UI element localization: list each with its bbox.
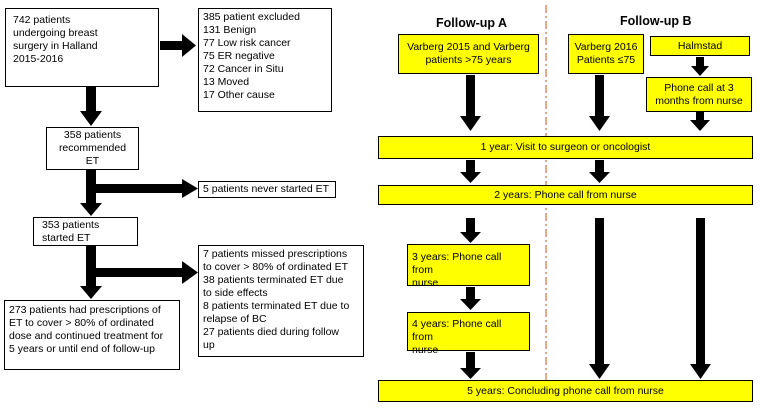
- arrow-phone3m-to-year1: [690, 112, 710, 131]
- started-box: 353 patients started ET: [33, 217, 138, 246]
- recommended-box: 358 patients recommended ET: [46, 127, 139, 170]
- arrow-right-to-never-started: [92, 179, 198, 198]
- year5-box: 5 years: Concluding phone call from nurs…: [378, 380, 753, 402]
- year4-box: 4 years: Phone call from nurse: [407, 312, 530, 356]
- arrow-halmstad-year2-to-year5: [690, 218, 711, 379]
- heading-follow-up-a: Follow-up A: [436, 16, 508, 30]
- halmstad-box: Halmstad: [650, 36, 750, 56]
- year3-box: 3 years: Phone call from nurse: [407, 244, 530, 289]
- arrow-right-to-discontinued: [92, 261, 198, 284]
- arrow-down-start-to-recommended: [80, 87, 102, 126]
- never-started-box: 5 patients never started ET: [198, 181, 336, 198]
- arrow-a-year4-to-year5: [460, 352, 481, 379]
- year2-box: 2 years: Phone call from nurse: [378, 185, 753, 205]
- arrow-b-year1-to-year2: [589, 160, 610, 183]
- excluded-box: 385 patient excluded 131 Benign 77 Low r…: [198, 8, 332, 112]
- year1-box: 1 year: Visit to surgeon or oncologist: [378, 136, 753, 159]
- varberg-b-box: Varberg 2016 Patients ≤75: [568, 34, 644, 74]
- continued-box: 273 patients had prescriptions of ET to …: [4, 300, 180, 370]
- arrow-b-varberg-to-year1: [589, 75, 610, 131]
- phone-3-months-box: Phone call at 3 months from nurse: [646, 77, 752, 112]
- varberg-a-box: Varberg 2015 and Varberg patients >75 ye…: [398, 34, 539, 74]
- arrow-a-year1-to-year2: [460, 160, 481, 183]
- arrow-halmstad-to-phone3m: [691, 57, 709, 76]
- arrow-a-year3-to-year4: [460, 287, 481, 310]
- heading-follow-up-b: Follow-up B: [620, 14, 692, 28]
- arrow-a-year2-to-year3: [460, 218, 481, 243]
- arrow-right-to-excluded: [160, 34, 196, 57]
- arrow-down-recommended-to-started: [80, 170, 102, 216]
- arrow-a-varberg-to-year1: [460, 75, 481, 131]
- discontinued-box: 7 patients missed prescriptions to cover…: [198, 245, 364, 357]
- arrow-down-started-to-continued: [80, 246, 102, 299]
- start-box: 742 patients undergoing breast surgery i…: [5, 8, 159, 87]
- arrow-b-year2-to-year5: [589, 218, 610, 379]
